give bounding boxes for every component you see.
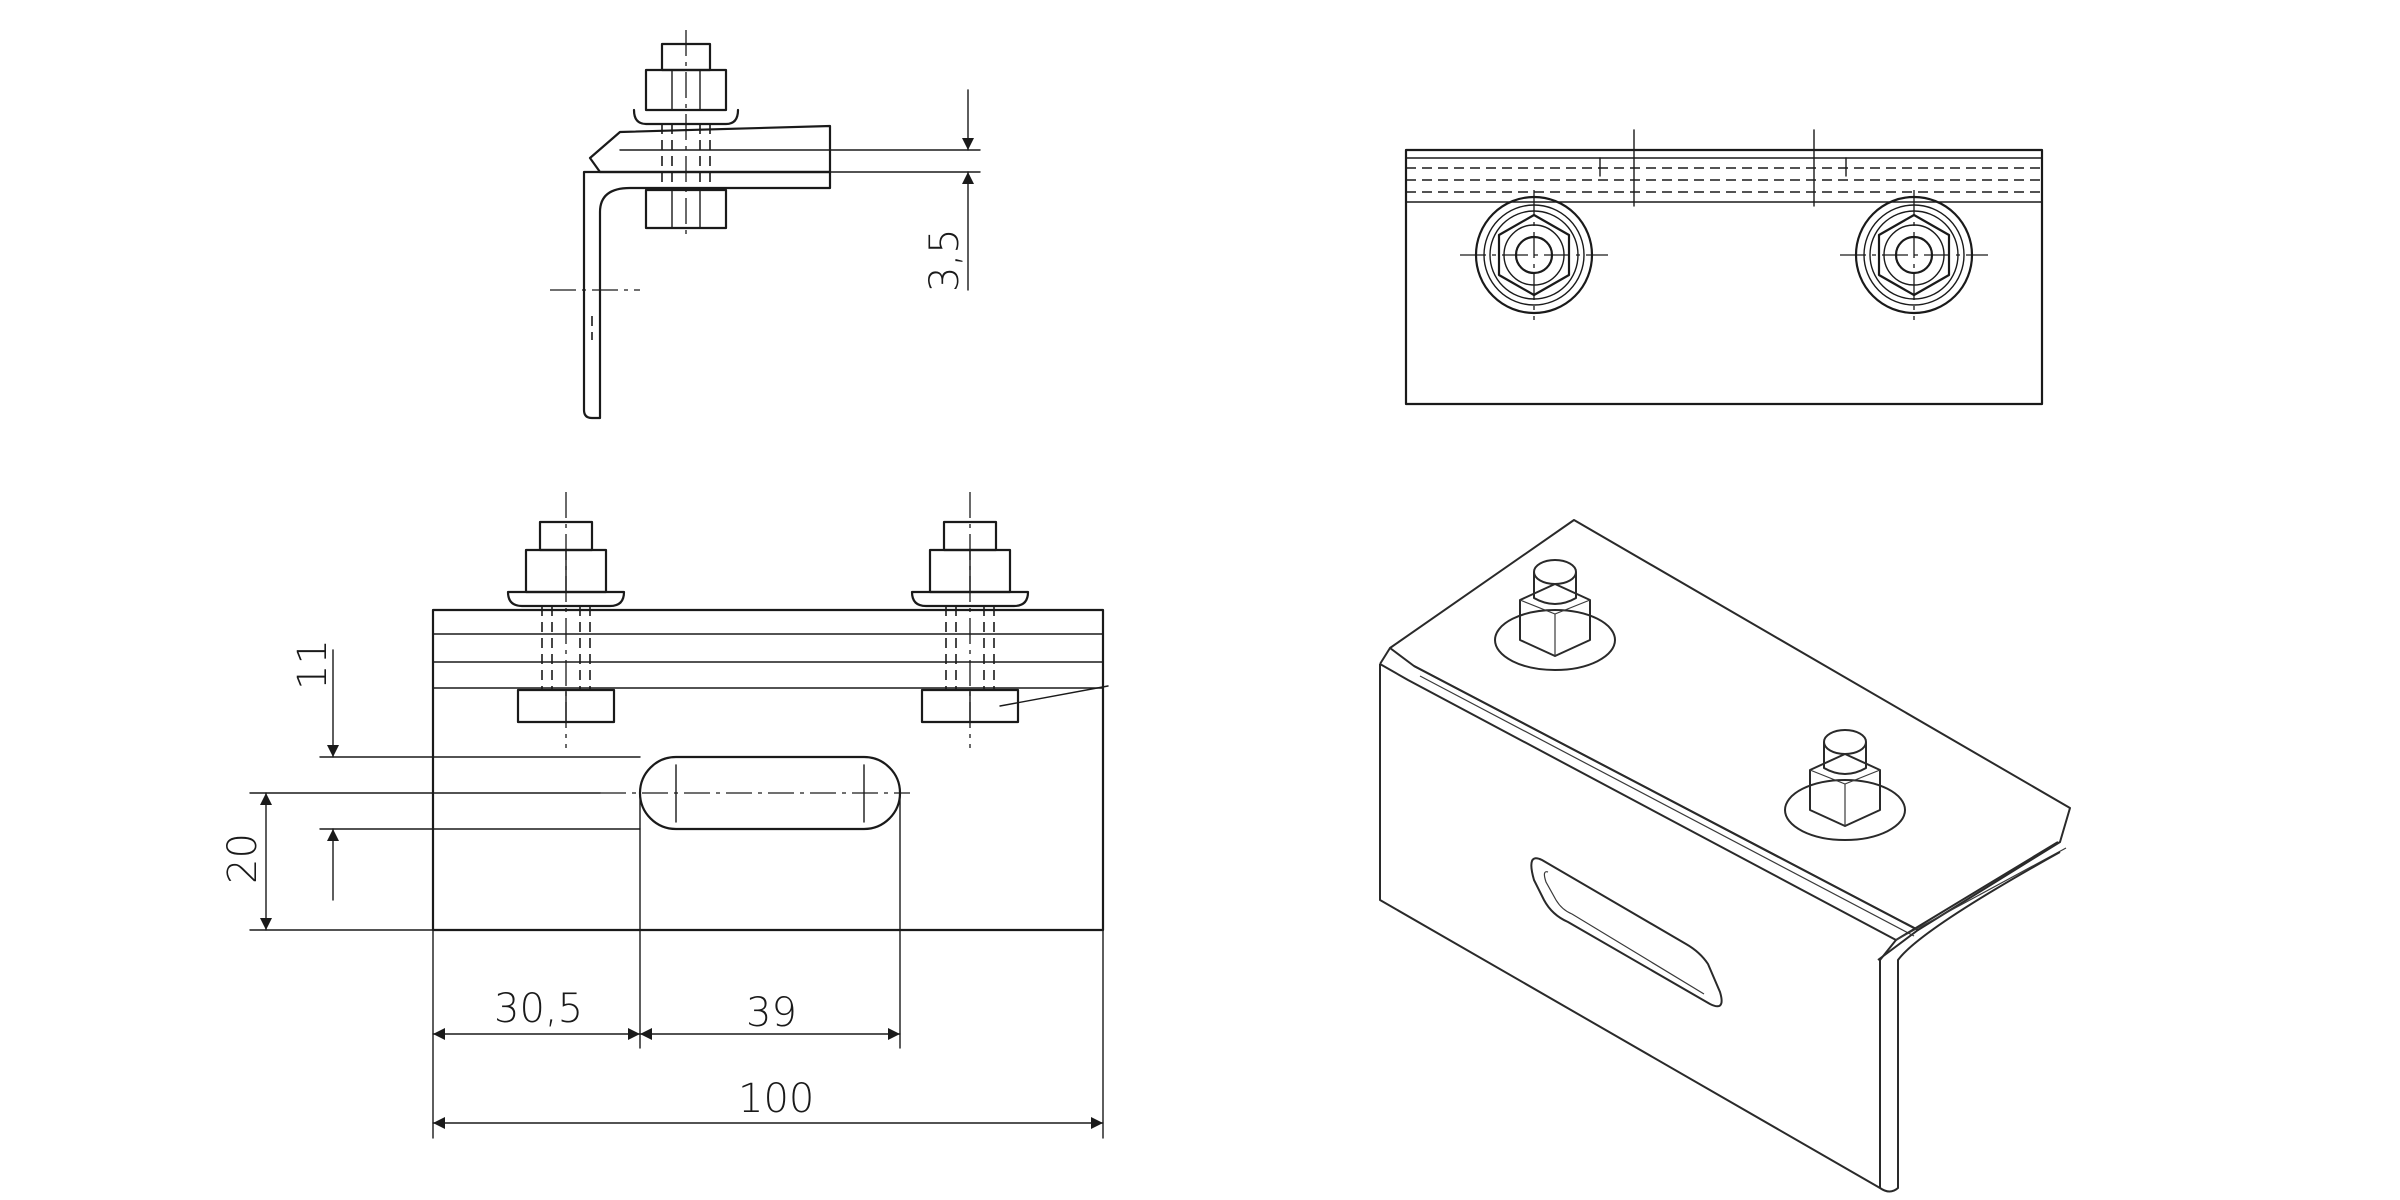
dim-label-100: 100 — [738, 1076, 814, 1122]
bolt-iso-right — [1784, 729, 1906, 841]
dimension-3-5: 3,5 — [829, 89, 981, 292]
front-view: 11 20 30,5 39 100 — [220, 492, 1109, 1139]
bolt-iso-left — [1494, 559, 1616, 671]
dimension-20: 20 — [220, 792, 601, 931]
top-view — [1404, 129, 2044, 406]
dimension-100: 100 — [432, 1076, 1104, 1129]
dim-label-3-5: 3,5 — [922, 228, 968, 292]
isometric-view — [1379, 519, 2071, 1193]
dim-label-20: 20 — [220, 833, 266, 884]
dimension-39: 39 — [639, 990, 901, 1040]
nut-top-right — [1840, 190, 1988, 320]
bolt-front-right — [910, 492, 1109, 748]
dimension-30-5: 30,5 — [432, 986, 641, 1040]
bolt-front-left — [506, 492, 626, 748]
bolt-side — [632, 30, 740, 240]
side-view: 3,5 — [550, 30, 981, 420]
dim-label-30-5: 30,5 — [494, 986, 583, 1032]
dim-label-39: 39 — [746, 990, 797, 1036]
nut-top-left — [1460, 190, 1608, 320]
dimension-11: 11 — [290, 639, 641, 901]
dim-label-11: 11 — [290, 639, 336, 690]
